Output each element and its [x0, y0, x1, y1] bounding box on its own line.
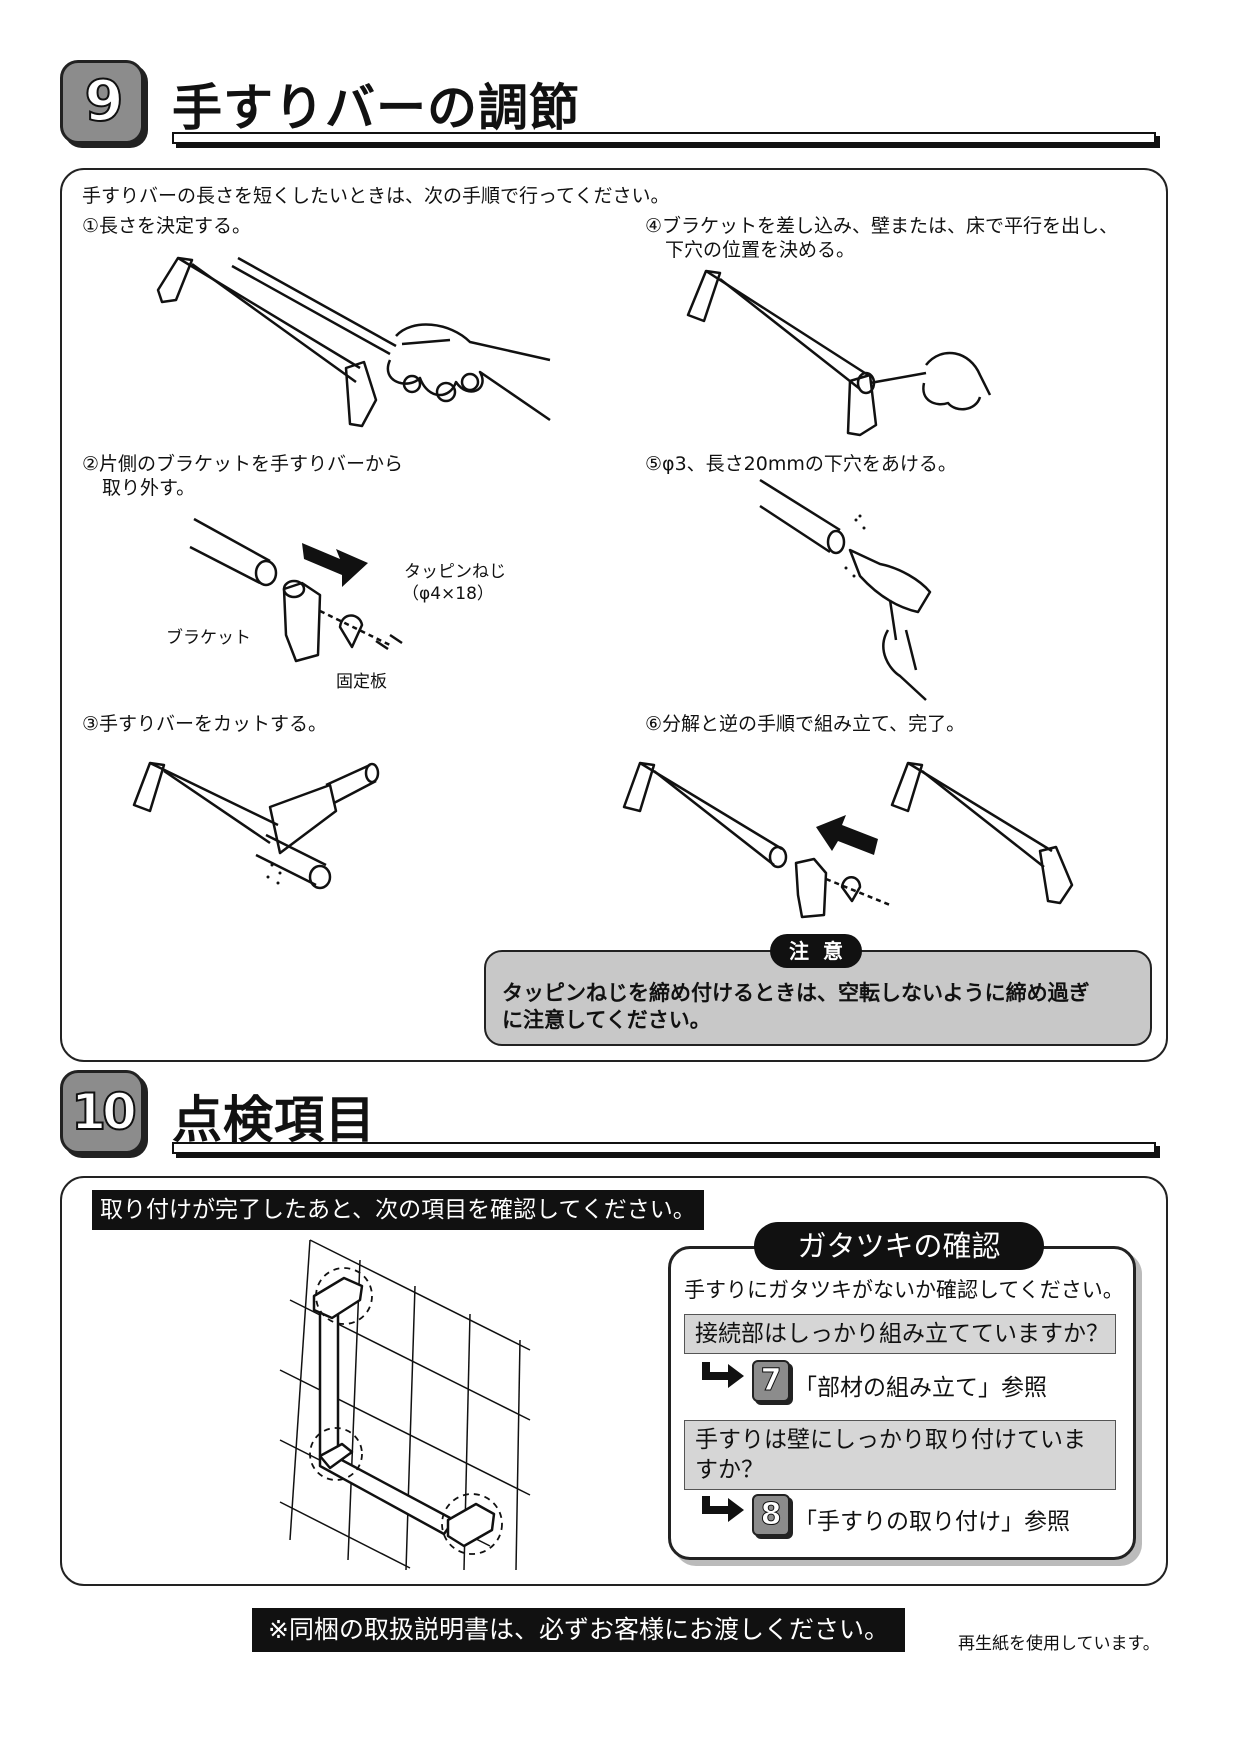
reference-1-text: 「部材の組み立て」参照: [794, 1375, 1047, 1401]
section-title: 点検項目: [172, 1091, 376, 1149]
reference-arrow-icon: [702, 1362, 744, 1388]
caution-text-line2: に注意してください。: [502, 1008, 711, 1032]
step-3-label: ③手すりバーをカットする。: [82, 713, 328, 735]
intro-text: 手すりバーの長さを短くしたいときは、次の手順で行ってください。: [82, 185, 670, 207]
caution-text-line1: タッピンねじを締め付けるときは、空転しないように締め過ぎ: [502, 981, 1090, 1005]
step-3-illustration: [132, 761, 380, 890]
step-1-label: ①長さを決定する。: [82, 215, 252, 237]
check-question-2-text-line1: 手すりは壁にしっかり取り付けていま: [695, 1427, 1086, 1453]
step-6-label: ⑥分解と逆の手順で組み立て、完了。: [645, 713, 966, 735]
reference-2-text: 「手すりの取り付け」参照: [794, 1509, 1070, 1535]
reference-number-badge: 7: [752, 1360, 790, 1402]
step-5-label: ⑤φ3、長さ20mmの下穴をあける。: [645, 453, 957, 475]
title-rule: [172, 132, 1156, 144]
step-2-label-line2: 取り外す。: [102, 477, 196, 499]
recycled-paper-note: 再生紙を使用しています。: [958, 1634, 1160, 1654]
check-question-2: 手すりは壁にしっかり取り付けていま すか？: [684, 1420, 1116, 1490]
caution-tag: 注意: [770, 934, 862, 968]
step-5-illustration: [759, 478, 932, 701]
bracket-label: ブラケット: [166, 628, 251, 648]
title-rule: [172, 1142, 1156, 1154]
wobble-check-intro: 手すりにガタツキがないか確認してください。: [684, 1278, 1124, 1302]
adjustment-panel: [60, 168, 1168, 1062]
step-4-illustration: [686, 269, 992, 437]
inspection-banner: 取り付けが完了したあと、次の項目を確認してください。: [92, 1190, 704, 1230]
reference-arrow-icon: [702, 1496, 744, 1522]
check-question-1-text: 接続部はしっかり組み立てていますか？: [695, 1321, 1109, 1347]
fixing-plate-label: 固定板: [336, 672, 387, 692]
reference-number-badge: 8: [752, 1494, 790, 1536]
tapping-screw-size-label: （φ4×18）: [402, 584, 494, 604]
step-1-illustration: [156, 256, 551, 428]
check-question-1: 接続部はしっかり組み立てていますか？: [684, 1314, 1116, 1354]
check-question-2-text-line2: すか？: [695, 1457, 764, 1483]
step-2-label-line1: ②片側のブラケットを手すりバーから: [82, 453, 404, 475]
section-number-badge: 10: [60, 1070, 144, 1154]
handover-notice: ※同梱の取扱説明書は、必ずお客様にお渡しください。: [252, 1608, 905, 1652]
section-number-badge: 9: [60, 60, 144, 144]
step-2-illustration: [189, 517, 403, 663]
wobble-check-title: ガタツキの確認: [754, 1222, 1044, 1270]
section-title: 手すりバーの調節: [172, 79, 580, 137]
step-4-label-line1: ④ブラケットを差し込み、壁または、床で平行を出し、: [645, 215, 1119, 237]
wobble-check-box: [668, 1246, 1136, 1560]
handrail-wall-illustration: [279, 1239, 531, 1571]
tapping-screw-label: タッピンねじ: [404, 562, 506, 582]
step-6-illustration: [622, 761, 1074, 919]
step-4-label-line2: 下穴の位置を決める。: [665, 239, 856, 261]
